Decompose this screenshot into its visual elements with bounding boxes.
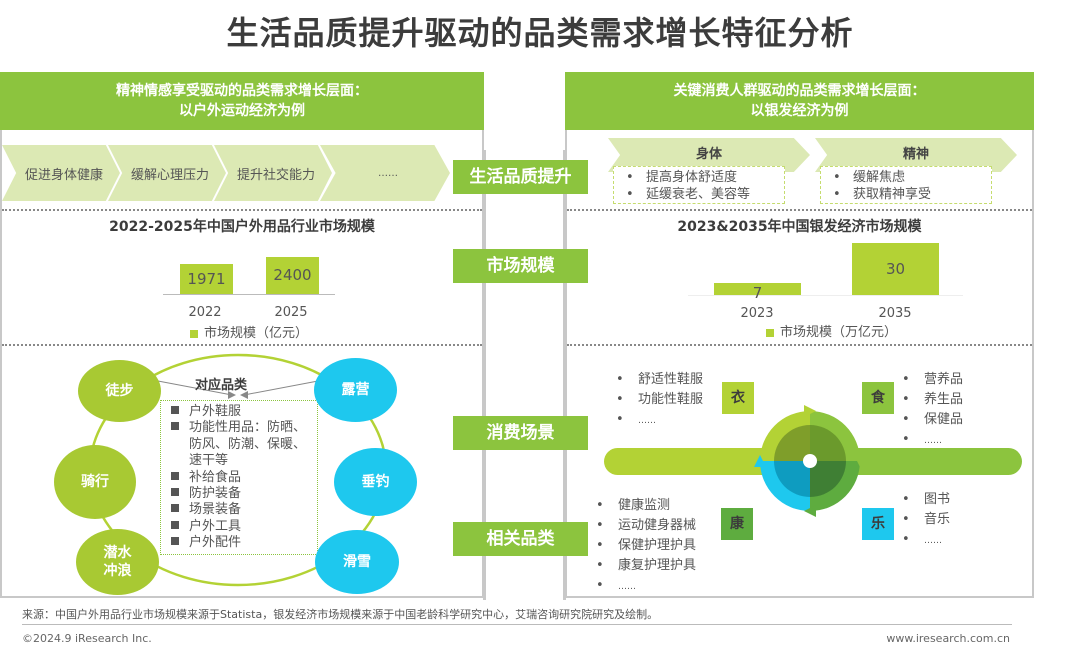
category-item: 户外工具 <box>171 519 317 535</box>
list-item: •养生品 <box>902 392 964 407</box>
chevron-more: …… <box>320 145 450 201</box>
chevron-mental-stress: 缓解心理压力 <box>108 145 226 201</box>
legend-swatch <box>766 328 774 337</box>
leisure-list: •图书 •音乐 •…… <box>902 490 950 551</box>
list-item: •康复护理护具 <box>596 558 697 573</box>
side-tag-market-size: 市场规模 <box>453 249 588 283</box>
left-panel-header: 精神情感享受驱动的品类需求增长层面： 以户外运动经济为例 <box>0 72 484 130</box>
side-tag-categories: 相关品类 <box>453 522 588 556</box>
connector-line <box>563 150 566 600</box>
category-item-cont: 速干等 <box>189 453 229 469</box>
outdoor-categories-box: 户外鞋服 功能性用品：防晒、 防风、防潮、保暖、 速干等 补给食品 防护装备 场… <box>160 400 318 555</box>
source-note: 来源：中国户外用品行业市场规模来源于Statista，银发经济市场规模来源于中国… <box>22 608 659 621</box>
clothing-list: •舒适性鞋服 •功能性鞋服 •…… <box>616 370 703 431</box>
list-item: •舒适性鞋服 <box>616 372 704 387</box>
activity-skiing: 滑雪 <box>315 530 399 594</box>
categories-heading: 对应品类 <box>195 378 248 393</box>
chart1-bar-2022: 1971 <box>180 264 233 294</box>
side-tag-quality: 生活品质提升 <box>453 160 588 194</box>
spirit-benefit: 缓解焦虑 <box>853 170 906 185</box>
divider <box>2 209 482 211</box>
tag-clothing: 衣 <box>722 382 754 414</box>
chart1-xlabel: 2025 <box>274 305 308 320</box>
right-panel-header: 关键消费人群驱动的品类需求增长层面： 以银发经济为例 <box>565 72 1034 130</box>
list-item: •图书 <box>902 492 951 507</box>
tag-health: 康 <box>721 508 753 540</box>
chart2-bar-2023: 7 <box>714 282 801 302</box>
category-item: 防护装备 <box>171 486 317 502</box>
divider <box>567 344 1032 346</box>
body-benefit: 提高身体舒适度 <box>646 170 738 185</box>
spirit-benefit: 获取精神享受 <box>853 187 932 202</box>
category-item: 补给食品 <box>171 470 317 486</box>
food-list: •营养品 •养生品 •保健品 •…… <box>902 370 963 451</box>
page-title: 生活品质提升驱动的品类需求增长特征分析 <box>226 14 854 52</box>
chart1-legend: 市场规模（亿元） <box>190 322 308 341</box>
copyright: ©2024.9 iResearch Inc. <box>22 632 152 645</box>
category-item: 户外配件 <box>171 535 317 551</box>
activity-cycling: 骑行 <box>54 445 136 519</box>
list-item: •健康监测 <box>596 498 671 513</box>
website-link[interactable]: www.iresearch.com.cn <box>886 632 1010 645</box>
left-header-line2: 以户外运动经济为例 <box>179 103 305 119</box>
chart2-xlabel: 2023 <box>740 306 774 321</box>
category-item-cont: 防风、防潮、保暖、 <box>189 436 307 452</box>
left-header-line1: 精神情感享受驱动的品类需求增长层面： <box>116 83 368 99</box>
list-item: •音乐 <box>902 512 951 527</box>
right-panel: 关键消费人群驱动的品类需求增长层面： 以银发经济为例 <box>565 72 1034 598</box>
tag-leisure: 乐 <box>862 508 894 540</box>
category-item: 户外鞋服 <box>171 404 317 420</box>
list-item: •保健护理护具 <box>596 538 697 553</box>
list-item: •…… <box>616 412 656 427</box>
spirit-benefits-box: •缓解焦虑 •获取精神享受 <box>820 166 992 204</box>
chevron-social-skills: 提升社交能力 <box>214 145 332 201</box>
chart2-title: 2023&2035年中国银发经济市场规模 <box>677 219 922 235</box>
divider <box>567 209 1032 211</box>
right-header-line1: 关键消费人群驱动的品类需求增长层面： <box>673 83 926 99</box>
body-benefits-box: •提高身体舒适度 •延缓衰老、美容等 <box>613 166 785 204</box>
chart2-legend: 市场规模（万亿元） <box>766 321 897 340</box>
legend-swatch <box>190 329 198 338</box>
chart2-bar-2035: 30 <box>852 243 939 295</box>
activity-hiking: 徒步 <box>78 360 161 422</box>
body-benefit: 延缓衰老、美容等 <box>646 187 751 202</box>
chart2-xlabel: 2035 <box>878 306 912 321</box>
list-item: •功能性鞋服 <box>616 392 704 407</box>
chart1-bar-2025: 2400 <box>266 257 319 294</box>
chevron-physical-health: 促进身体健康 <box>2 145 120 201</box>
chart1-axis <box>163 294 335 295</box>
list-item: •…… <box>902 532 942 547</box>
chart1-xlabel: 2022 <box>188 305 222 320</box>
connector-line <box>483 150 486 600</box>
side-tag-scenarios: 消费场景 <box>453 416 588 450</box>
footer-divider <box>22 624 1012 625</box>
left-panel: 精神情感享受驱动的品类需求增长层面： 以户外运动经济为例 <box>0 72 484 598</box>
chart2-axis <box>688 295 963 296</box>
tag-food: 食 <box>862 382 894 414</box>
divider <box>2 344 482 346</box>
category-item: 场景装备 <box>171 502 317 518</box>
category-item: 功能性用品：防晒、 <box>171 420 317 436</box>
activity-diving-surfing: 潜水 冲浪 <box>76 529 159 595</box>
activity-fishing: 垂钓 <box>334 448 417 516</box>
right-header-line2: 以银发经济为例 <box>750 103 849 119</box>
activity-camping: 露营 <box>314 358 397 422</box>
list-item: •…… <box>596 578 636 593</box>
list-item: •…… <box>902 432 942 447</box>
list-item: •保健品 <box>902 412 964 427</box>
list-item: •运动健身器械 <box>596 518 697 533</box>
chart1-title: 2022-2025年中国户外用品行业市场规模 <box>109 219 375 235</box>
consumption-wheel <box>604 405 1022 517</box>
list-item: •营养品 <box>902 372 964 387</box>
health-list: •健康监测 •运动健身器械 •保健护理护具 •康复护理护具 •…… <box>596 496 696 597</box>
